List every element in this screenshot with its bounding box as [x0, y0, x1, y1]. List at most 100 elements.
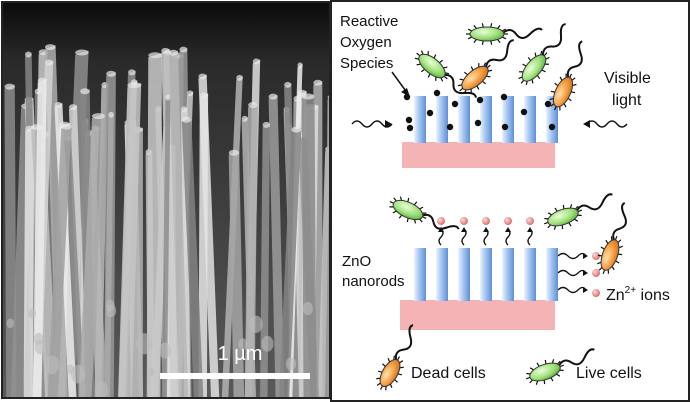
- ros-dot: [406, 124, 414, 132]
- nanowire: [104, 112, 114, 398]
- nanorod: [414, 248, 426, 301]
- nanowire-tip: [37, 77, 47, 84]
- cilium: [389, 383, 393, 388]
- ros-dot: [405, 116, 413, 124]
- nanowire-tip: [161, 47, 170, 54]
- cilium: [377, 370, 383, 373]
- ros-dot: [500, 93, 508, 101]
- cilium: [379, 385, 384, 390]
- flagellum: [575, 193, 613, 213]
- cilium: [526, 376, 531, 380]
- nanorod: [436, 248, 448, 301]
- ros-dot: [501, 123, 509, 131]
- dead-cell: [549, 40, 583, 111]
- ros-dot: [544, 100, 552, 108]
- sem-micrograph: [2, 2, 330, 398]
- cilium: [574, 218, 579, 222]
- cilium: [486, 75, 491, 78]
- nanorod: [414, 96, 426, 143]
- nanowire-tip: [75, 49, 89, 56]
- nanowire-tip: [80, 88, 90, 95]
- cilium: [394, 379, 399, 383]
- nanorod: [524, 96, 536, 143]
- zn-ions-label-sup: 2+: [625, 285, 637, 296]
- cilium: [547, 212, 552, 216]
- bottom-bacteria: [389, 193, 627, 274]
- cilium: [597, 254, 602, 257]
- cilium: [399, 360, 404, 364]
- live-cell-body: [418, 53, 446, 79]
- nanowire-tip: [61, 123, 72, 130]
- cilium: [422, 212, 427, 214]
- cilium: [427, 51, 429, 56]
- cilium: [419, 218, 423, 223]
- flagellum: [501, 27, 543, 39]
- flagellum: [484, 39, 514, 70]
- nanowire: [181, 117, 204, 398]
- nanowire-tip: [284, 81, 292, 88]
- cilium: [617, 239, 622, 243]
- flagellum: [541, 23, 566, 58]
- zn-ion: [482, 217, 490, 225]
- nanowire: [278, 127, 302, 398]
- cilium: [569, 73, 572, 78]
- scale-bar: [160, 373, 310, 379]
- dead-cell-body: [600, 239, 620, 271]
- cilium: [376, 377, 381, 380]
- nanowire: [168, 50, 189, 398]
- ros-dot: [548, 123, 556, 131]
- legend-dead-cell: [376, 324, 414, 391]
- schematic-panel: [330, 0, 690, 402]
- cilium: [389, 206, 394, 208]
- cilium: [577, 214, 582, 217]
- light-wave-left-arrowhead: [385, 120, 392, 128]
- nanowire-tip: [187, 90, 194, 97]
- cilium: [478, 63, 480, 68]
- cilium: [433, 54, 437, 59]
- nanowire: [78, 114, 105, 398]
- cilium: [544, 221, 549, 225]
- zn-ions-label-base: Zn: [606, 287, 625, 304]
- nanowire: [146, 53, 163, 398]
- cilium: [420, 50, 424, 55]
- cilium: [569, 204, 573, 209]
- cilium: [399, 196, 403, 201]
- ros-dot: [476, 96, 484, 104]
- nanowire-debris: [249, 315, 263, 333]
- bottom-nanorods: [414, 248, 558, 301]
- nanowire-debris: [302, 301, 313, 316]
- nanowire-tip: [313, 79, 323, 86]
- nanowire: [228, 150, 245, 398]
- cilium: [421, 68, 425, 73]
- nanorod: [502, 96, 514, 143]
- nanowire-debris: [261, 335, 274, 352]
- cilium: [518, 76, 523, 80]
- cilium: [571, 77, 576, 81]
- nanowire-tip: [291, 126, 302, 133]
- zn-ion: [526, 217, 534, 225]
- cilium: [605, 239, 609, 244]
- cilium: [577, 209, 582, 213]
- cilium: [544, 63, 549, 65]
- cilium: [459, 78, 464, 81]
- cilium: [561, 225, 564, 230]
- cilium: [413, 201, 418, 206]
- ion-side-arrowhead: [583, 253, 588, 259]
- zno-label-line-1: ZnO: [342, 253, 371, 270]
- cilium: [490, 40, 493, 45]
- zn-ions: [437, 217, 600, 297]
- ion-side-arrow: [557, 252, 587, 260]
- live-cell-body: [547, 207, 579, 227]
- nanowire-tip: [106, 70, 116, 77]
- cilium: [543, 380, 546, 385]
- cilium: [571, 91, 576, 94]
- cilium: [519, 71, 524, 73]
- cilium: [470, 66, 474, 71]
- nanowire-tip: [44, 59, 54, 66]
- scale-bar-label: 1 µm: [218, 343, 263, 365]
- cilium: [562, 204, 565, 209]
- nanowire-debris: [95, 381, 109, 398]
- cilium: [535, 380, 539, 385]
- nanowire-tip: [228, 149, 240, 156]
- nanowire-tip: [108, 111, 114, 118]
